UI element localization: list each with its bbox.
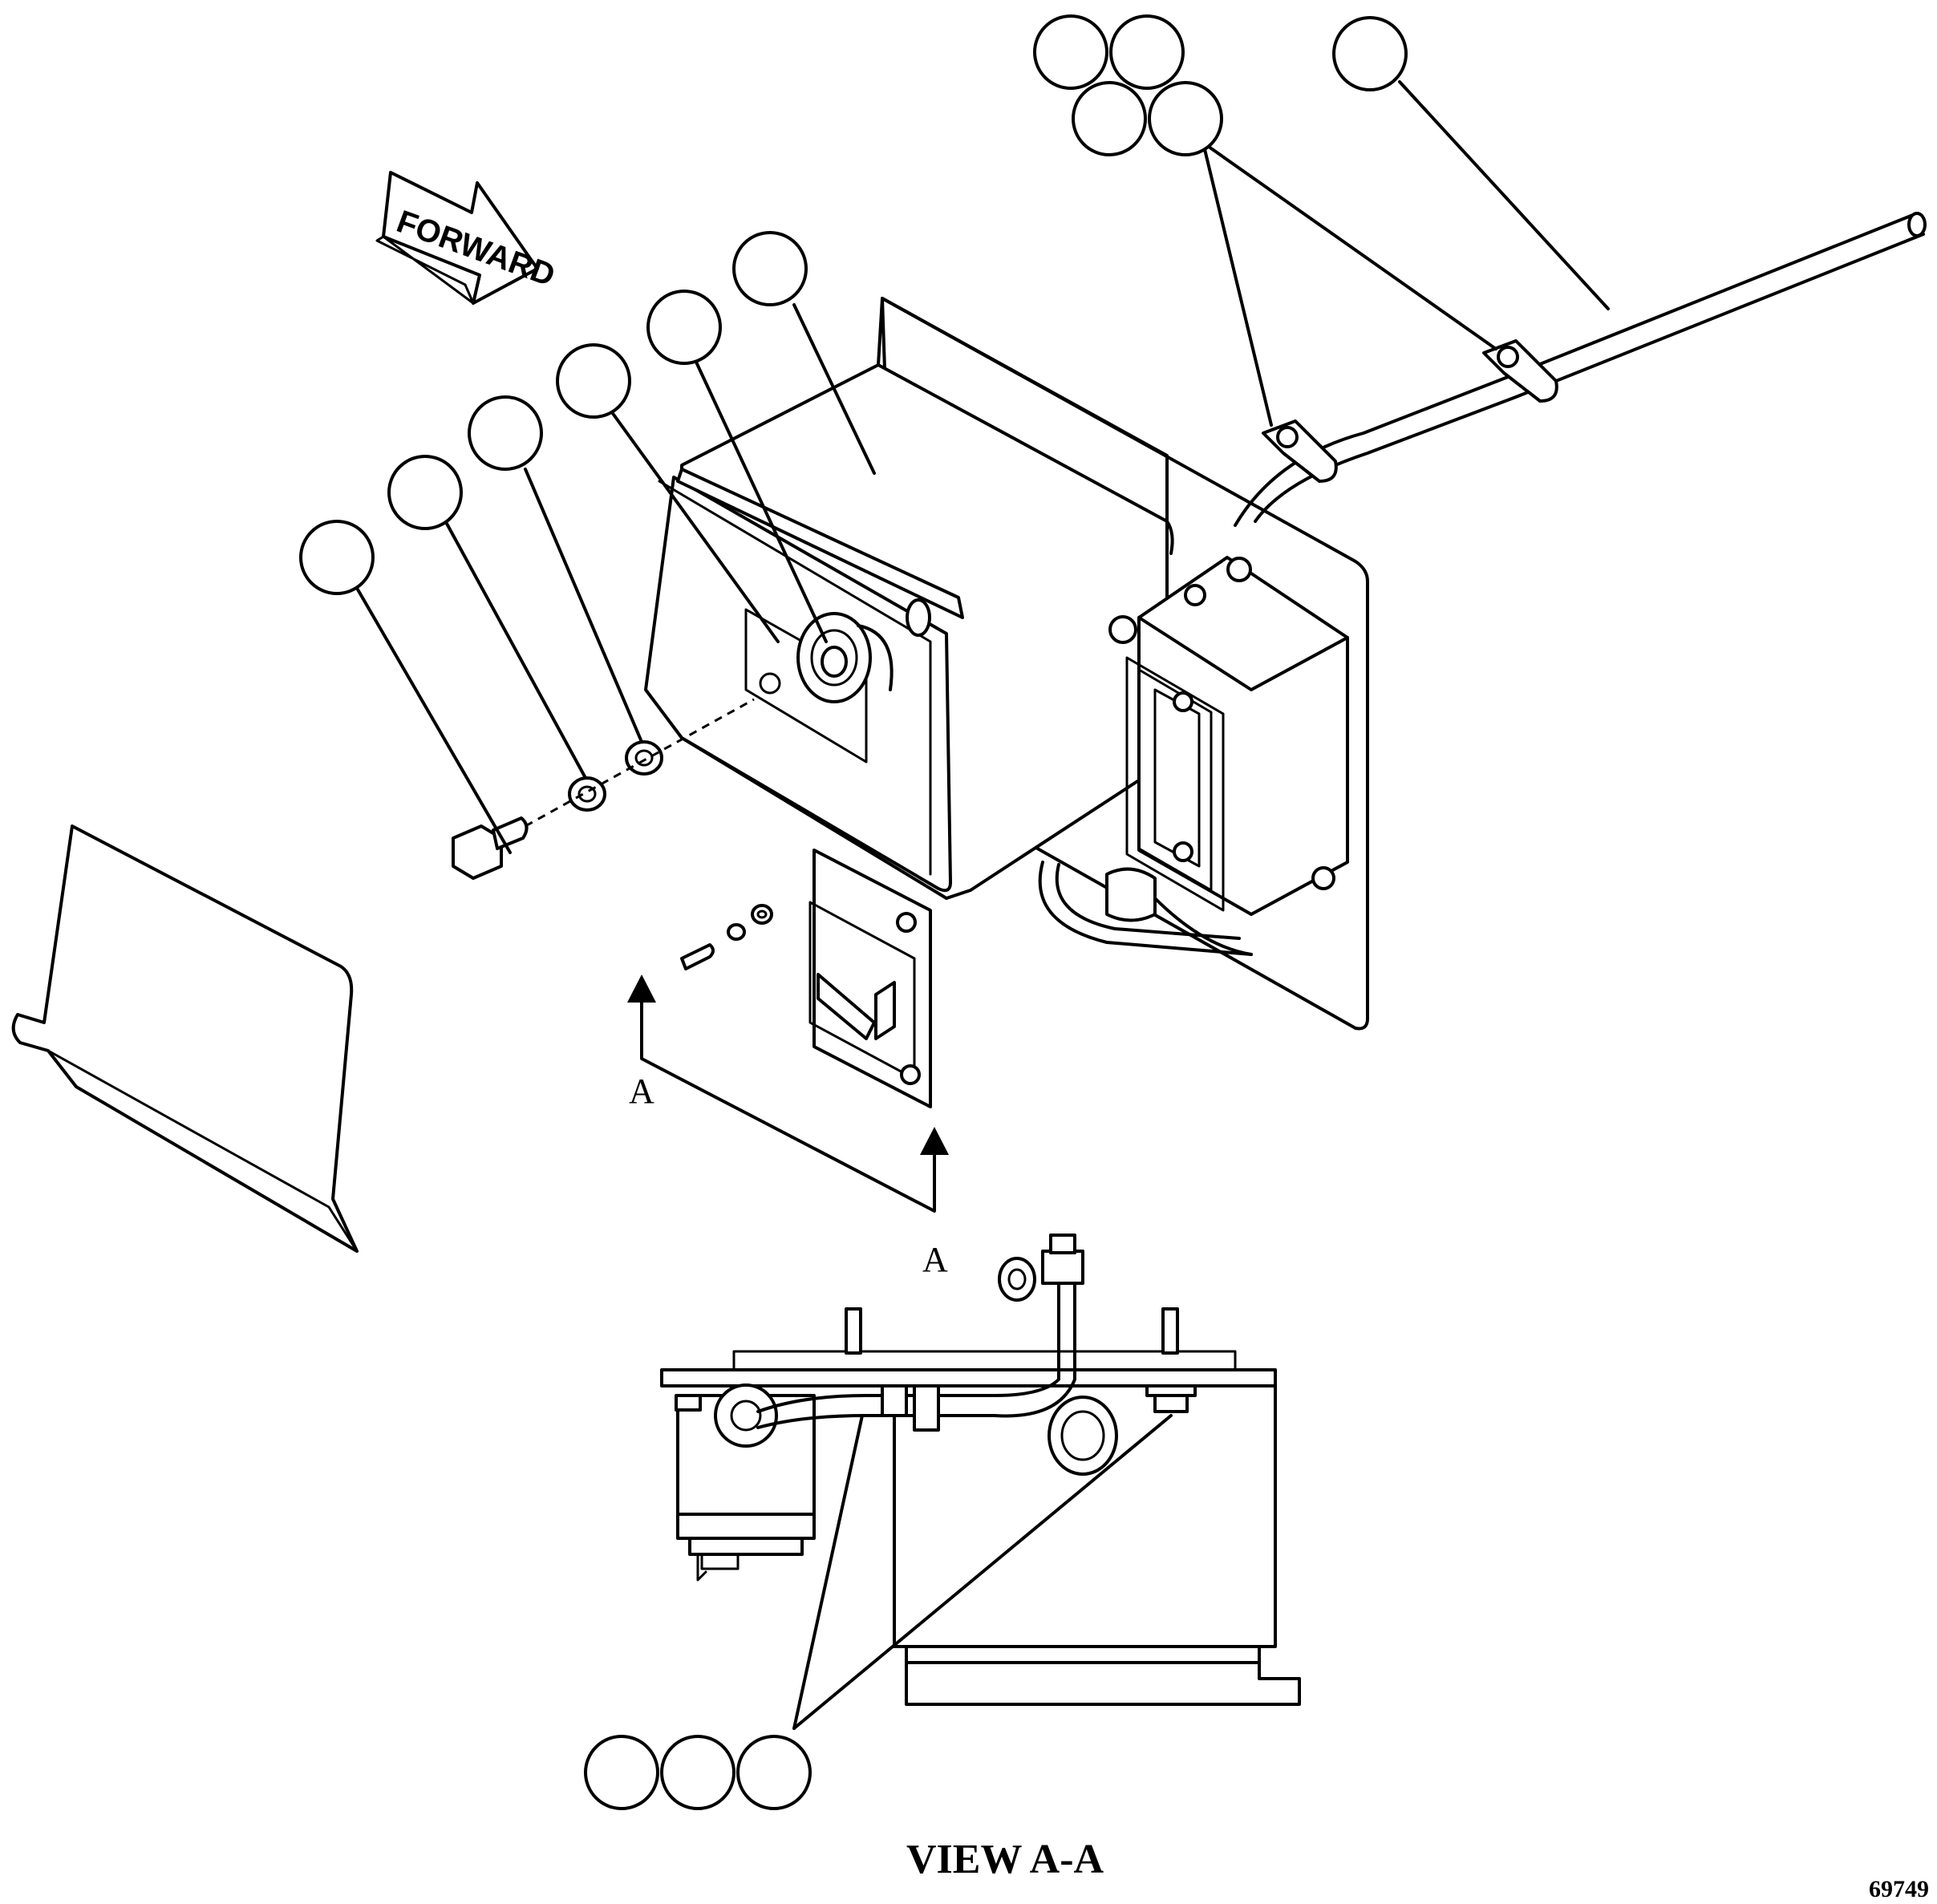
callout-bubble	[387, 455, 463, 530]
exploded-hardware	[452, 698, 755, 880]
callout-bubble	[1033, 14, 1108, 90]
grommet	[714, 1383, 778, 1448]
washer	[568, 776, 606, 812]
callout-bubble	[1072, 81, 1147, 156]
switch-plate	[680, 849, 932, 1108]
cover-panel	[11, 824, 359, 1253]
section-cut-line: A A	[627, 974, 949, 1279]
callout-bubble	[732, 231, 808, 306]
lock-washer	[625, 740, 663, 776]
callout-bubbles	[299, 14, 1408, 1810]
forward-arrow: FORWARD	[375, 171, 559, 305]
component-box	[644, 297, 1369, 1031]
grommet	[1048, 1396, 1118, 1476]
leader-lines	[356, 80, 1610, 1730]
callout-bubble	[736, 1735, 812, 1810]
view-a-a-detail	[660, 1234, 1301, 1706]
cable-clamp	[1262, 419, 1338, 483]
figure-number: 69749	[1869, 1876, 1929, 1902]
callout-bubble	[584, 1735, 659, 1810]
view-caption: VIEW A-A	[906, 1837, 1104, 1882]
section-label-right: A	[922, 1240, 948, 1279]
callout-bubble	[1332, 16, 1408, 91]
callout-bubble	[556, 343, 631, 419]
connector-housing	[1105, 556, 1349, 922]
callout-bubble	[1148, 81, 1223, 156]
callout-bubble	[299, 520, 375, 595]
cable-harness	[1038, 212, 1927, 956]
toggle-lever	[817, 973, 876, 1040]
callout-bubble	[660, 1735, 735, 1810]
hex-bolt	[452, 824, 503, 880]
callout-bubble	[468, 395, 543, 471]
callout-bubble	[646, 290, 722, 365]
section-label-left: A	[629, 1072, 654, 1111]
callout-bubble	[1109, 14, 1185, 90]
